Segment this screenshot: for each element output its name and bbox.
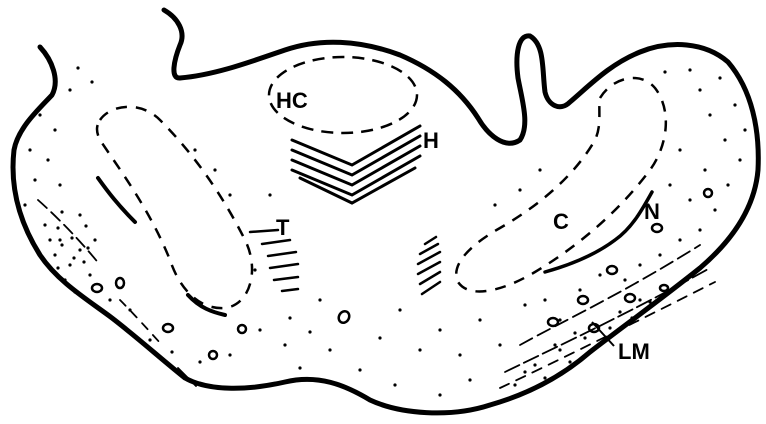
right-dashed-region — [456, 78, 666, 292]
center-hatch-lines — [418, 237, 440, 294]
label-n: N — [644, 201, 660, 223]
label-lm: LM — [618, 341, 650, 363]
cell-ovals — [92, 189, 712, 359]
left-boundary-lines — [38, 200, 196, 386]
label-t: T — [276, 217, 289, 239]
left-fiber-strokes — [98, 178, 225, 315]
t-hatch-lines — [250, 230, 298, 291]
label-h: H — [423, 130, 439, 152]
h-chevron-lines — [292, 126, 420, 203]
label-c: C — [553, 211, 569, 233]
label-hc: HC — [276, 90, 308, 112]
